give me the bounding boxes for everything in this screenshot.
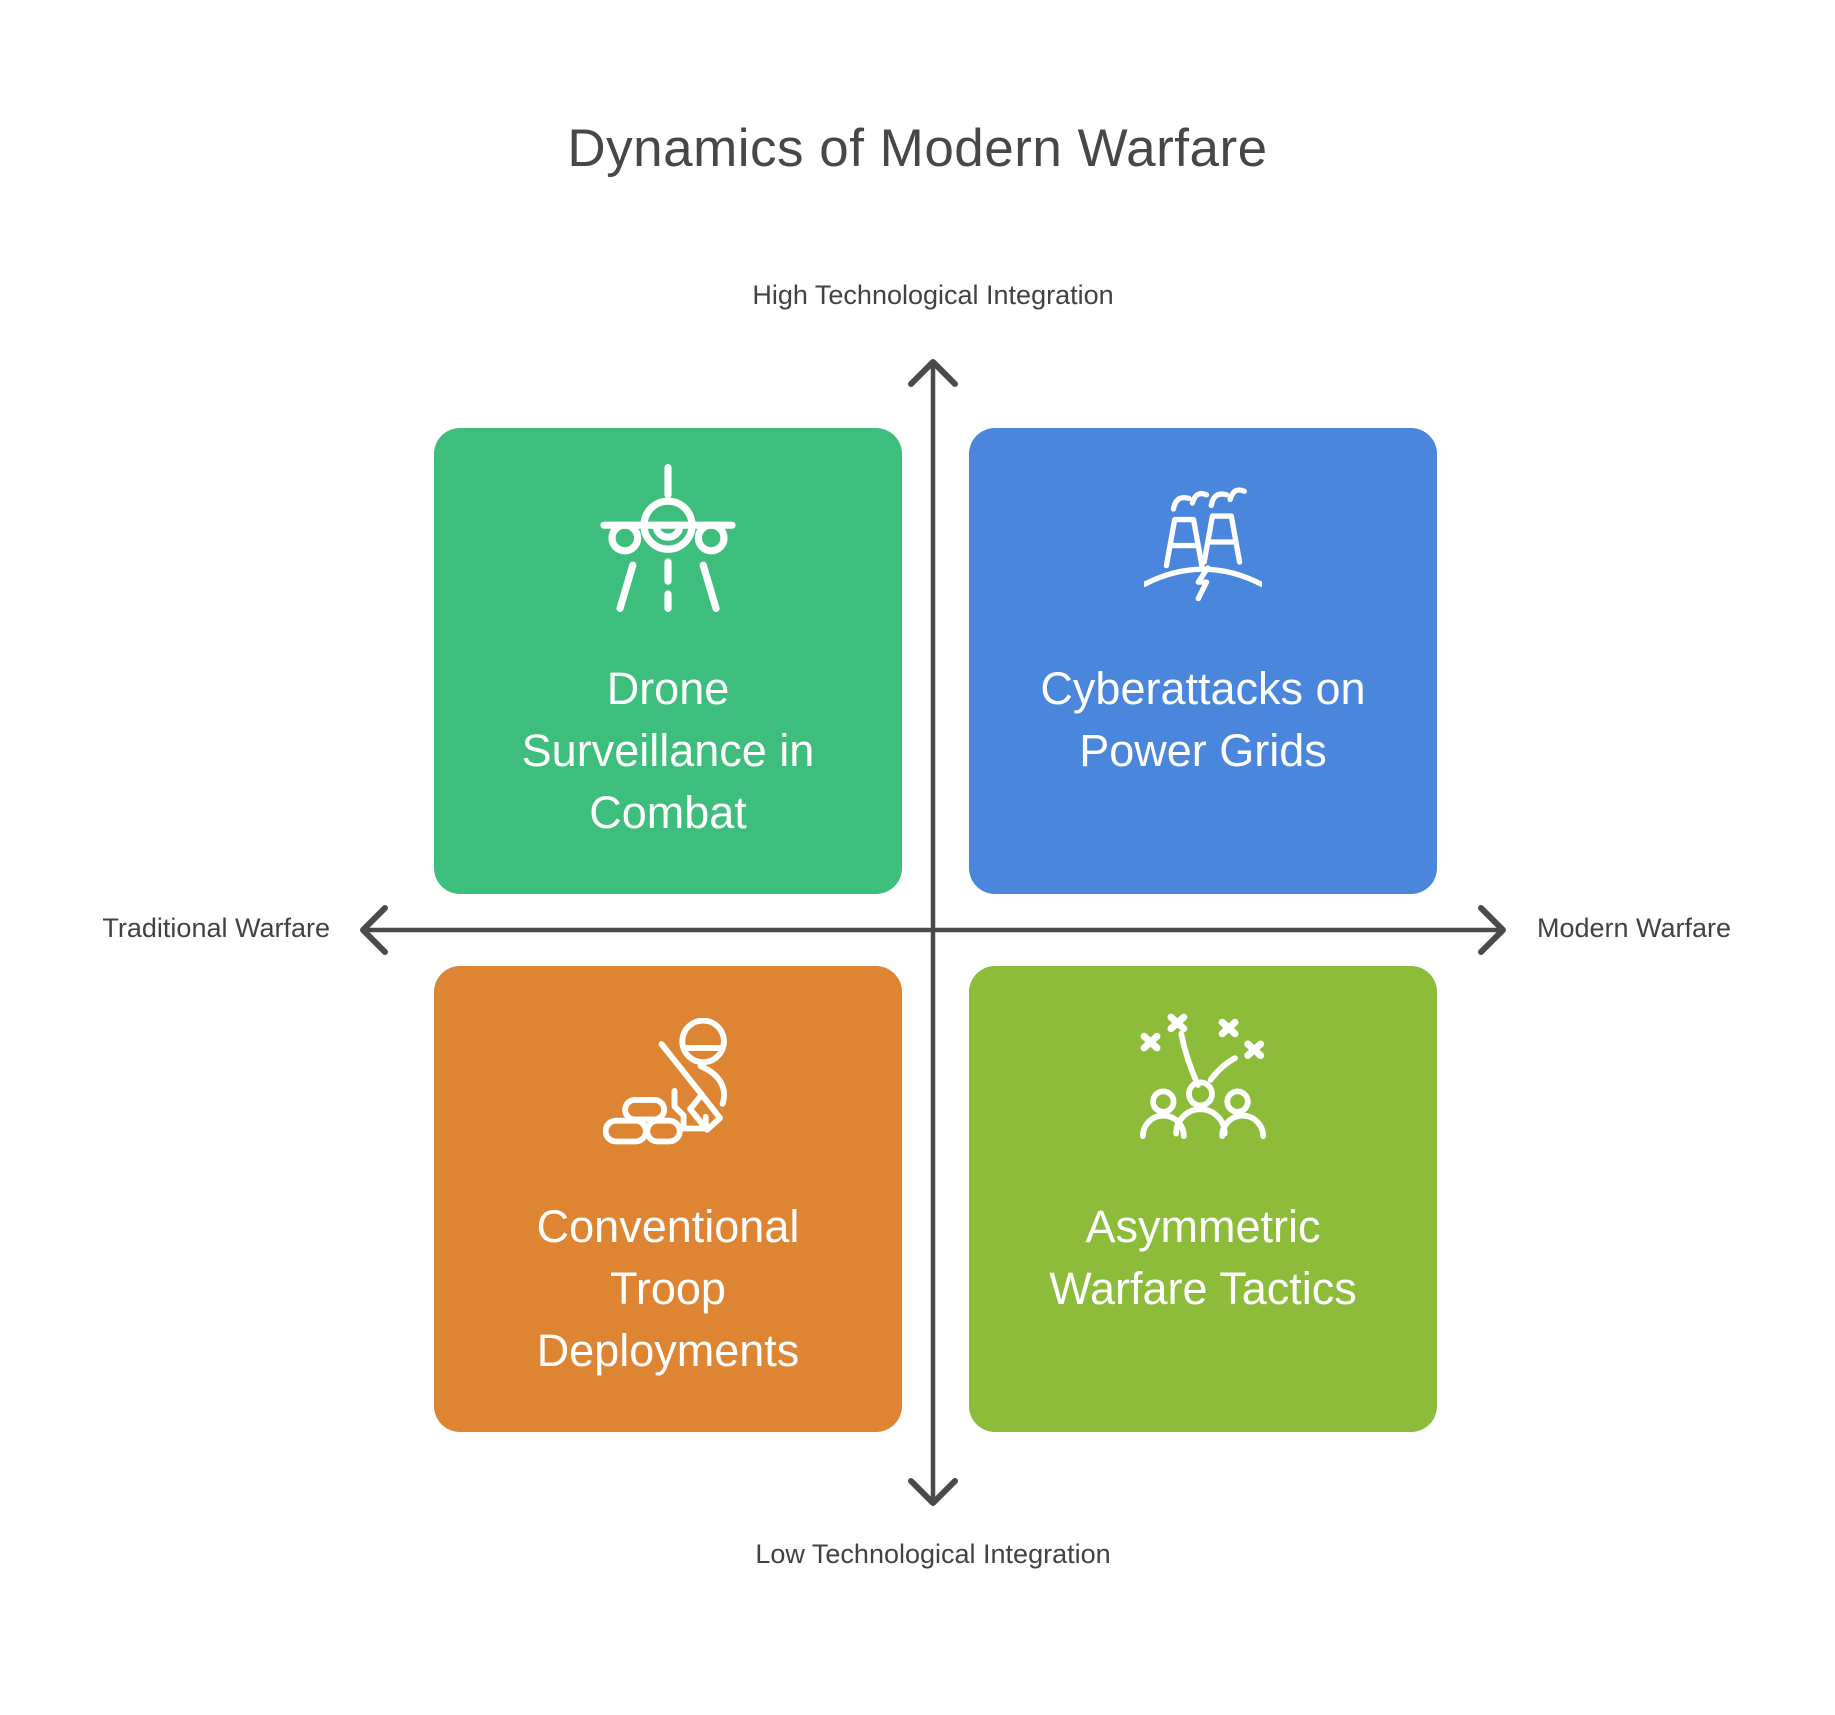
arrow-right-icon bbox=[1478, 905, 1506, 955]
axis-label-right: Modern Warfare bbox=[1537, 913, 1732, 943]
quadrant-asymmetric-warfare: Asymmetric Warfare Tactics bbox=[969, 966, 1437, 1432]
soldier-sandbags-icon bbox=[603, 1018, 727, 1145]
quadrant-label-conventional-troops: Conventional Troop Deployments bbox=[536, 1201, 800, 1376]
quadrant-label-cyberattacks: Cyberattacks on Power Grids bbox=[1040, 663, 1366, 776]
axis-label-bottom: Low Technological Integration bbox=[755, 1539, 1111, 1569]
arrow-down-icon bbox=[908, 1478, 958, 1506]
arrow-left-icon bbox=[360, 905, 388, 955]
axis-label-left: Traditional Warfare bbox=[102, 913, 330, 943]
quadrant-drone-surveillance: Drone Surveillance in Combat bbox=[434, 428, 902, 894]
diagram-title: Dynamics of Modern Warfare bbox=[567, 119, 1268, 178]
power-plant-icon bbox=[1144, 487, 1262, 601]
airplane-landing-icon bbox=[600, 464, 736, 612]
quadrant-label-asymmetric-warfare: Asymmetric Warfare Tactics bbox=[1049, 1201, 1357, 1314]
quadrant-conventional-troops: Conventional Troop Deployments bbox=[434, 966, 902, 1432]
group-tactics-icon bbox=[1139, 1013, 1267, 1140]
arrow-up-icon bbox=[908, 359, 958, 387]
quadrant-cyberattacks: Cyberattacks on Power Grids bbox=[969, 428, 1437, 894]
axis-label-top: High Technological Integration bbox=[752, 280, 1114, 310]
quadrant-label-drone-surveillance: Drone Surveillance in Combat bbox=[521, 663, 815, 838]
